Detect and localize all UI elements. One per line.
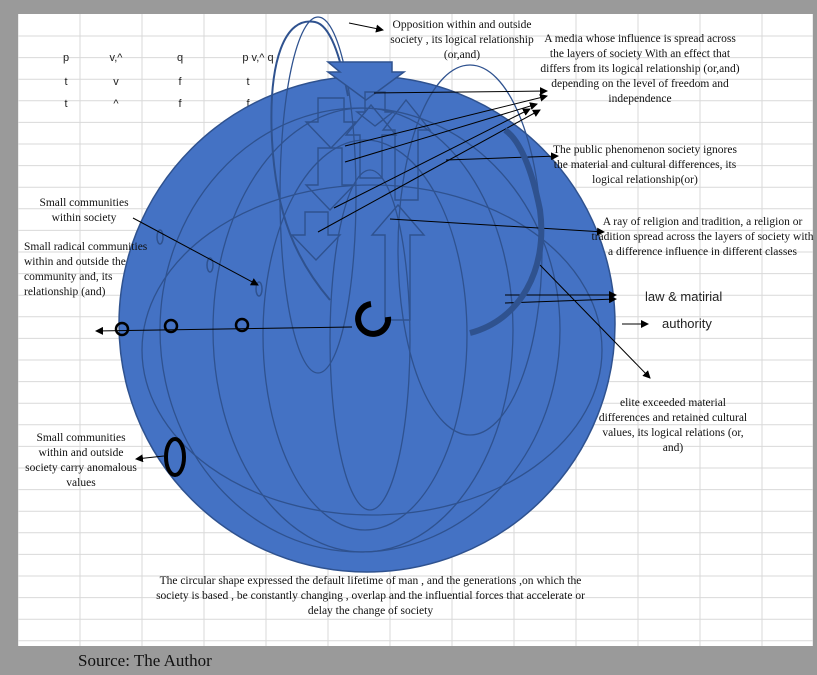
down-arrow-4 [354,91,396,127]
curved-arrow-head [325,61,407,101]
label-opposition: Opposition within and outside society , … [390,19,534,61]
label-media: A media whose influence is spread across… [540,33,740,105]
label-anomalous: Small communities within and outside soc… [25,432,137,489]
label-radical: Small radical communities within and out… [24,241,148,298]
pointer-media-2 [344,93,548,147]
pointer-small-communities [132,217,259,286]
radical-ring-3 [234,317,250,333]
table-header-q: q [176,52,184,64]
center-broken-ring [355,301,392,337]
label-elite: elite exceeded material differences and … [598,397,748,454]
pointer-radical [95,326,353,335]
small-ring-2 [206,257,214,273]
table-header-or-and: v,^ [109,52,123,64]
pointer-media-4 [333,108,531,209]
down-arrow-1 [304,97,358,150]
ring-inner [262,139,468,531]
down-arrow-3 [290,211,342,262]
table-cell: t [246,76,250,88]
ring-wide [141,184,603,516]
pointer-opposition [348,22,384,33]
label-small-communities: Small communities within society [39,197,129,224]
pointer-media-3 [344,102,538,163]
table-cell: f [246,98,250,110]
society-sphere [118,75,616,573]
pointer-public [445,152,559,161]
radical-ring-2 [163,318,179,334]
table-cell: t [64,76,68,88]
pointer-religion [389,218,605,236]
community-rings [114,317,250,477]
table-cell: v [113,76,119,88]
small-ring-3 [255,281,263,297]
table-cell: t [64,98,68,110]
pointer-anomalous [135,454,165,463]
radical-ring-1 [114,321,130,337]
curved-arrow [270,20,349,301]
society-small-rings [156,229,263,297]
ring-middle [212,107,514,553]
ring-left-tall [279,16,357,374]
label-circular: The circular shape expressed the default… [156,575,585,617]
table-cell: f [178,98,182,110]
anomalous-ring [164,437,186,477]
up-arrow-2 [381,98,432,201]
label-public: The public phenomenon society ignores th… [553,144,737,186]
pointer-media-5 [317,109,541,233]
label-law: law & matirial [645,289,723,304]
pointer-lines [95,22,651,463]
table-header-result: p v,^ q [242,52,274,64]
outer-influence-arc [469,127,545,336]
source-note: Source: The Author [78,651,212,670]
ring-core [329,169,411,511]
pointer-law-2 [504,295,617,304]
label-religion: A ray of religion and tradition, a relig… [591,216,814,258]
table-cell: f [178,76,182,88]
small-ring-1 [156,229,164,245]
table-cell: ^ [113,98,119,110]
label-authority: authority [662,316,712,331]
down-arrow-2 [304,147,356,212]
table-header-p: p [62,52,70,64]
pointer-media-1 [373,87,548,96]
pointer-elite [539,264,651,379]
